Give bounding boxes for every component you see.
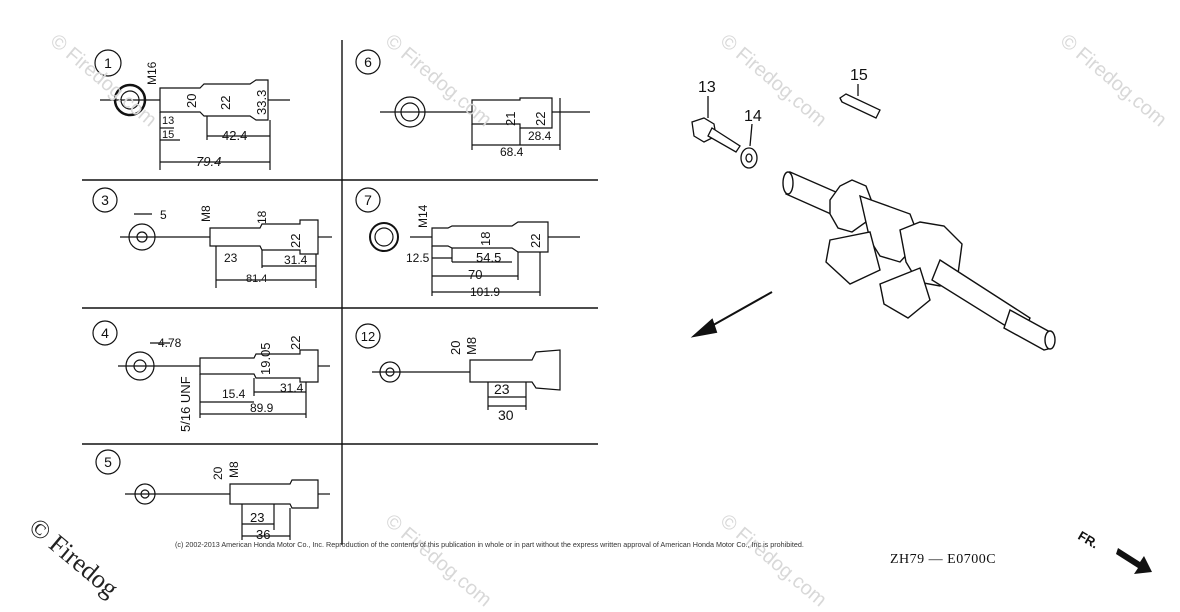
dim-label: 22	[533, 112, 548, 126]
washer-part	[740, 123, 758, 169]
panel-7-shaft-type	[355, 187, 580, 296]
dim-label: 15	[162, 129, 174, 141]
dim-label: 21	[503, 112, 518, 126]
panel-12-labels: 12 20 M8 23 30	[361, 329, 514, 423]
dim-label: 20	[184, 94, 199, 108]
panel-4-shaft-type	[92, 320, 330, 418]
dim-label: 23	[224, 251, 238, 265]
dim-label: 20	[211, 466, 225, 480]
panel-12-shaft-type	[355, 323, 561, 410]
panel-number: 7	[364, 192, 372, 208]
dim-label: 79.4	[196, 154, 221, 169]
panel-6-shaft-type	[355, 49, 590, 150]
dim-label: 30	[498, 407, 514, 423]
panel-4-labels: 4 4.78 19.05 22 15.4 31.4 89.9 5/16 UNF	[101, 325, 304, 432]
dim-label: 31.4	[280, 381, 304, 395]
panel-7-labels: 7 M14 18 22 12.5 54.5 70 101.9	[364, 192, 543, 299]
dim-label: 36	[256, 527, 270, 542]
callout-15: 15	[850, 67, 868, 84]
dim-label: 101.9	[470, 285, 500, 299]
dim-label: 23	[250, 510, 264, 525]
dim-label: 13	[162, 115, 174, 127]
callout-13: 13	[698, 79, 716, 96]
dim-label: 28.4	[528, 129, 552, 143]
panel-1-labels: 1 M16 20 22 33.3 13 15 42.4 79.4	[104, 55, 269, 169]
parts-diagram: 1 M16 20 22 33.3 13 15 42.4 79.4 6 21 22…	[23, 30, 1170, 611]
dim-label: 19.05	[258, 342, 273, 375]
panel-3-shaft-type	[92, 187, 332, 288]
panel-1-shaft-type	[94, 49, 290, 170]
dim-label: 15.4	[222, 387, 246, 401]
dim-label: 22	[288, 234, 303, 248]
callout-14: 14	[744, 108, 762, 125]
dim-label: 68.4	[500, 145, 524, 159]
fr-arrow-icon	[1116, 548, 1152, 574]
dim-label: M14	[416, 204, 430, 228]
dim-label: 20	[448, 341, 463, 355]
callout-labels: 13 14 15	[698, 67, 868, 125]
panel-number: 6	[364, 54, 372, 70]
key-part	[839, 84, 881, 119]
crankshaft-part	[782, 171, 1056, 351]
panel-number: 3	[101, 192, 109, 208]
dim-label: 22	[528, 234, 543, 248]
dim-label: 81.4	[246, 273, 267, 285]
dim-label: 31.4	[284, 253, 308, 267]
panel-3-labels: 3 5 M8 18 22 23 31.4 81.4	[101, 192, 308, 285]
panel-6-labels: 6 21 22 28.4 68.4	[364, 54, 552, 159]
diagram-canvas: 1 M16 20 22 33.3 13 15 42.4 79.4 6 21 22…	[82, 40, 1152, 574]
dim-label: 33.3	[254, 90, 269, 115]
panel-number: 1	[104, 55, 112, 71]
copyright-notice: (c) 2002-2013 American Honda Motor Co., …	[175, 540, 804, 549]
bolt-part	[691, 96, 741, 153]
dim-label: 12.5	[406, 251, 430, 265]
dim-label: 22	[218, 96, 233, 110]
diagram-code: ZH79 — E0700C	[890, 552, 997, 567]
dim-label: 18	[478, 232, 493, 246]
direction-arrow	[690, 291, 773, 338]
dim-label: 23	[494, 381, 510, 397]
panel-number: 5	[104, 454, 112, 470]
dim-label: 5	[160, 208, 167, 222]
dim-label: 42.4	[222, 128, 247, 143]
dim-label: M16	[145, 61, 159, 85]
dim-label: M8	[199, 205, 213, 222]
panel-5-labels: 5 20 M8 23 36	[104, 454, 270, 542]
dim-label: M8	[464, 337, 479, 355]
dim-label: 4.78	[158, 336, 182, 350]
dim-label: 89.9	[250, 401, 274, 415]
dim-label: 70	[468, 267, 482, 282]
dim-label: M8	[227, 461, 241, 478]
dim-label: 54.5	[476, 250, 501, 265]
panel-number: 4	[101, 325, 109, 341]
panel-number: 12	[361, 329, 375, 344]
dim-label: 5/16 UNF	[178, 376, 193, 432]
dim-label: 22	[288, 336, 303, 350]
dim-label: 18	[255, 210, 269, 224]
panel-5-shaft-type	[95, 449, 330, 540]
